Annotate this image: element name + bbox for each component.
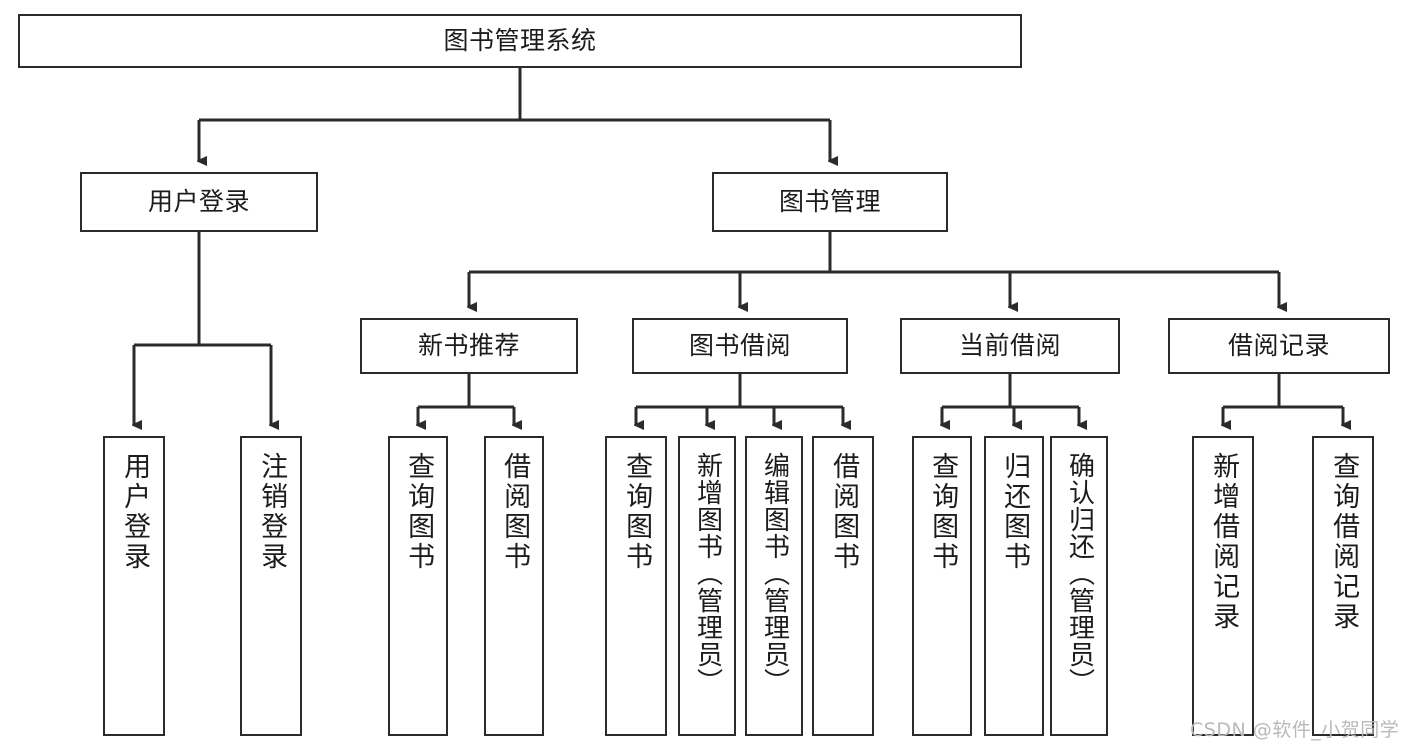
node-label: 借阅记录 (1227, 331, 1330, 361)
node-label: 查询图书 (403, 452, 435, 572)
node-leaf-query-book-1[interactable]: 查询图书 (388, 436, 448, 736)
node-root[interactable]: 图书管理系统 (18, 14, 1022, 68)
node-leaf-return-book[interactable]: 归还图书 (984, 436, 1044, 736)
node-label: 确认归还（管理员） (1064, 452, 1095, 695)
node-leaf-edit-book[interactable]: 编辑图书（管理员） (745, 436, 803, 736)
node-label: 用户登录 (119, 452, 151, 572)
node-label: 查询图书 (621, 452, 653, 572)
node-leaf-add-record[interactable]: 新增借阅记录 (1192, 436, 1254, 736)
node-leaf-query-record[interactable]: 查询借阅记录 (1312, 436, 1374, 736)
node-label: 当前借阅 (958, 331, 1061, 361)
node-label: 新书推荐 (417, 331, 520, 361)
node-label: 借阅图书 (499, 452, 531, 572)
node-borrow-record[interactable]: 借阅记录 (1168, 318, 1390, 374)
node-label: 归还图书 (999, 452, 1031, 572)
node-label: 图书管理系统 (443, 26, 597, 56)
node-label: 图书借阅 (688, 331, 791, 361)
node-book-manage[interactable]: 图书管理 (712, 172, 948, 232)
node-leaf-query-book-3[interactable]: 查询图书 (912, 436, 972, 736)
node-label: 注销登录 (256, 452, 288, 572)
node-current-borrow[interactable]: 当前借阅 (900, 318, 1120, 374)
node-label: 用户登录 (147, 187, 250, 217)
node-leaf-borrow-book-2[interactable]: 借阅图书 (812, 436, 874, 736)
node-label: 查询图书 (927, 452, 959, 572)
node-label: 编辑图书（管理员） (759, 452, 790, 695)
node-label: 查询借阅记录 (1328, 452, 1360, 632)
node-leaf-add-book[interactable]: 新增图书（管理员） (678, 436, 736, 736)
node-leaf-user-login[interactable]: 用户登录 (103, 436, 165, 736)
node-label: 新增图书（管理员） (692, 452, 723, 695)
node-label: 图书管理 (778, 187, 881, 217)
node-book-borrow[interactable]: 图书借阅 (632, 318, 848, 374)
node-new-book-recommend[interactable]: 新书推荐 (360, 318, 578, 374)
node-label: 借阅图书 (828, 452, 860, 572)
node-leaf-borrow-book-1[interactable]: 借阅图书 (484, 436, 544, 736)
csdn-watermark: CSDN @软件_小贺同学 (1190, 719, 1400, 741)
node-leaf-query-book-2[interactable]: 查询图书 (605, 436, 667, 736)
node-leaf-logout[interactable]: 注销登录 (240, 436, 302, 736)
node-user-login[interactable]: 用户登录 (80, 172, 318, 232)
node-label: 新增借阅记录 (1208, 452, 1240, 632)
node-leaf-confirm-return[interactable]: 确认归还（管理员） (1050, 436, 1108, 736)
